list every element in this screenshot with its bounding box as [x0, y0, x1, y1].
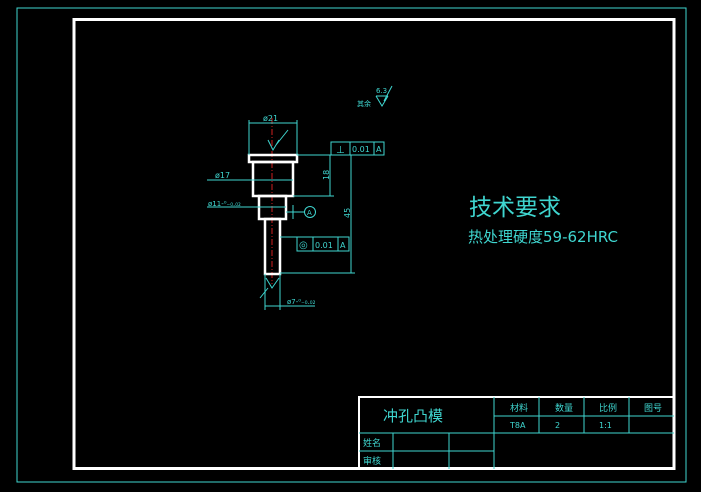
svg-text:比例: 比例 — [599, 402, 617, 414]
dim-shank-diameter: ø7-⁰₋₀.₀₂ — [259, 274, 316, 310]
svg-text:0.01: 0.01 — [352, 145, 370, 154]
svg-text:⊥: ⊥ — [336, 145, 345, 156]
dim-step-diameter: ø11-⁰₋₀.₀₂ — [207, 200, 286, 208]
dim-lengths: 18 45 — [280, 154, 355, 274]
title-block: 冲孔凸模 材料 数量 比例 图号 T8A 2 1:1 姓名 审核 — [358, 396, 675, 470]
svg-text:ø11-⁰₋₀.₀₂: ø11-⁰₋₀.₀₂ — [208, 200, 241, 208]
dim-body-diameter: ø17 — [207, 171, 293, 181]
svg-text:数量: 数量 — [555, 402, 573, 414]
part-name: 冲孔凸模 — [383, 407, 443, 425]
svg-text:2: 2 — [555, 421, 560, 430]
svg-text:0.01: 0.01 — [315, 241, 333, 250]
datum-a: A — [286, 205, 316, 219]
svg-text:◎: ◎ — [299, 240, 308, 251]
svg-text:A: A — [340, 241, 346, 250]
outer-border — [16, 7, 687, 483]
svg-text:18: 18 — [322, 170, 331, 180]
svg-text:审核: 审核 — [363, 455, 381, 467]
concentricity-frame: ◎ 0.01 A — [280, 236, 350, 252]
svg-text:其余: 其余 — [357, 99, 371, 108]
svg-text:6.3: 6.3 — [376, 87, 387, 95]
dim-head-diameter: ø21 — [248, 114, 298, 155]
dim-text: ø21 — [263, 114, 278, 123]
svg-text:T8A: T8A — [509, 421, 526, 430]
svg-text:姓名: 姓名 — [363, 437, 381, 449]
svg-text:材料: 材料 — [510, 402, 528, 414]
tech-req-text: 热处理硬度59-62HRC — [468, 228, 618, 246]
svg-text:A: A — [376, 145, 382, 154]
svg-text:A: A — [307, 209, 312, 217]
roughness-symbol: 6.3 其余 — [357, 85, 393, 108]
punch-part — [247, 153, 299, 276]
perpendicularity-frame: ⊥ 0.01 A — [330, 141, 385, 156]
tech-req-title: 技术要求 — [469, 195, 561, 221]
svg-text:ø17: ø17 — [215, 171, 230, 180]
svg-text:1:1: 1:1 — [599, 421, 612, 430]
svg-text:ø7-⁰₋₀.₀₂: ø7-⁰₋₀.₀₂ — [287, 298, 316, 306]
svg-text:图号: 图号 — [644, 403, 662, 414]
svg-text:45: 45 — [343, 208, 352, 218]
